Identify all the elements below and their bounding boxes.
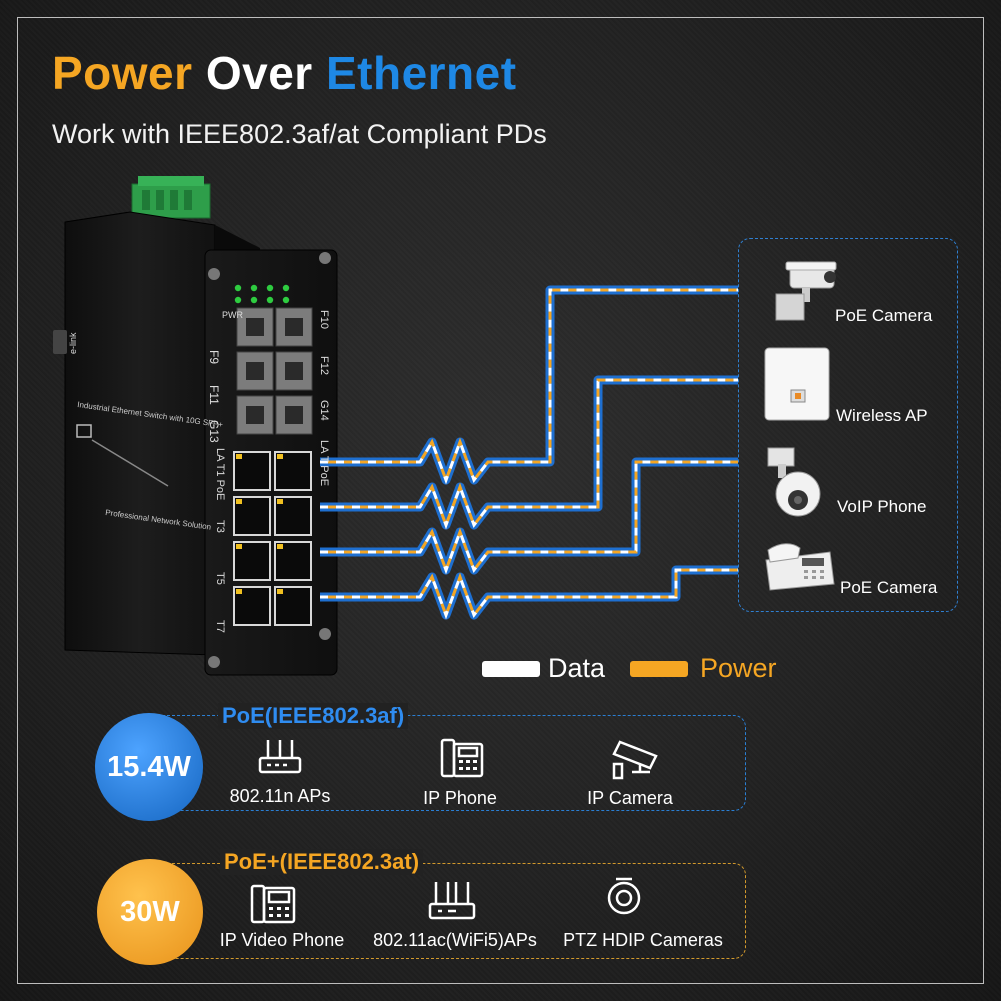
data-signal-line <box>320 378 738 530</box>
switch-pwr-label: PWR <box>222 310 243 320</box>
poe-at-item-1: IP Video Phone <box>219 930 345 950</box>
poe-af-wattage: 15.4W <box>107 750 191 783</box>
switch-brand-text: e-link <box>68 332 78 354</box>
port-label-t5: T5 <box>214 572 226 585</box>
poe-af-title: PoE(IEEE802.3af) <box>218 703 409 729</box>
power-terminal-block <box>131 176 211 219</box>
power-signal-line <box>320 288 738 485</box>
wifi-router-icon <box>428 880 476 922</box>
poe-at-title: PoE+(IEEE802.3at) <box>220 849 424 875</box>
ptz-camera-icon <box>764 444 826 520</box>
port-label-t1: LA T1 PoE <box>214 448 226 501</box>
poe-at-item-3: PTZ HDIP Cameras <box>563 930 723 950</box>
poe-at-wattage: 30W <box>120 895 180 928</box>
poe-af-item-1: 802.11n APs <box>229 786 331 806</box>
rj45-port <box>233 541 271 581</box>
device-group-box <box>738 238 958 612</box>
desk-phone-icon <box>760 540 836 592</box>
router-icon <box>258 738 302 776</box>
legend-power-swatch <box>630 661 688 677</box>
poe-af-wattage-badge: 15.4W <box>95 713 203 821</box>
poe-at-item-2: 802.11ac(WiFi5)APs <box>373 930 537 950</box>
title-word-over: Over <box>205 47 313 99</box>
rj45-port <box>274 496 312 536</box>
legend-data-label: Data <box>548 653 606 683</box>
data-signal-line <box>320 288 738 485</box>
sfp-right-label-f10: F10 <box>318 310 330 329</box>
outer-frame <box>17 17 984 984</box>
power-signal-line <box>320 568 738 620</box>
power-signal-line <box>320 378 738 530</box>
device-label-1: PoE Camera <box>835 306 933 325</box>
sfp-right-label-g14: G14 <box>318 400 330 421</box>
legend-data-swatch <box>482 661 540 677</box>
title-word-power: Power <box>52 47 193 99</box>
title-word-ethernet: Ethernet <box>325 47 517 99</box>
legend-power-label: Power <box>700 653 777 683</box>
poe-af-item-2: IP Phone <box>423 788 497 808</box>
data-signal-line <box>320 568 738 620</box>
ip-phone-icon <box>440 738 484 778</box>
bullet-camera-icon <box>772 258 842 324</box>
port-label-t7: T7 <box>214 620 226 633</box>
page-subtitle: Work with IEEE802.3af/at Compliant PDs <box>52 119 547 149</box>
power-signal-line <box>320 460 738 575</box>
device-label-3: VoIP Phone <box>837 497 927 516</box>
device-label-2: Wireless AP <box>836 406 928 425</box>
poe-at-wattage-badge: 30W <box>97 859 203 965</box>
poe-af-item-3: IP Camera <box>587 788 673 808</box>
poe-cable <box>320 285 738 485</box>
sfp-label-f9: F9 <box>207 350 221 365</box>
port-right-label: LA T PoE <box>318 440 330 487</box>
wireless-ap-icon <box>763 346 831 422</box>
page-title: Power Over Ethernet <box>52 46 517 100</box>
dome-camera-icon <box>606 876 642 916</box>
port-label-t3: T3 <box>214 520 226 533</box>
sfp-label-g13: G13 <box>207 420 221 443</box>
video-phone-icon <box>250 884 296 924</box>
poe-cable <box>320 457 738 575</box>
data-signal-line <box>320 460 738 575</box>
sfp-right-label-f12: F12 <box>318 356 330 375</box>
sfp-label-f11: F11 <box>207 385 221 405</box>
cctv-camera-icon <box>610 738 660 782</box>
poe-cable <box>320 375 738 530</box>
device-label-4: PoE Camera <box>840 578 938 597</box>
